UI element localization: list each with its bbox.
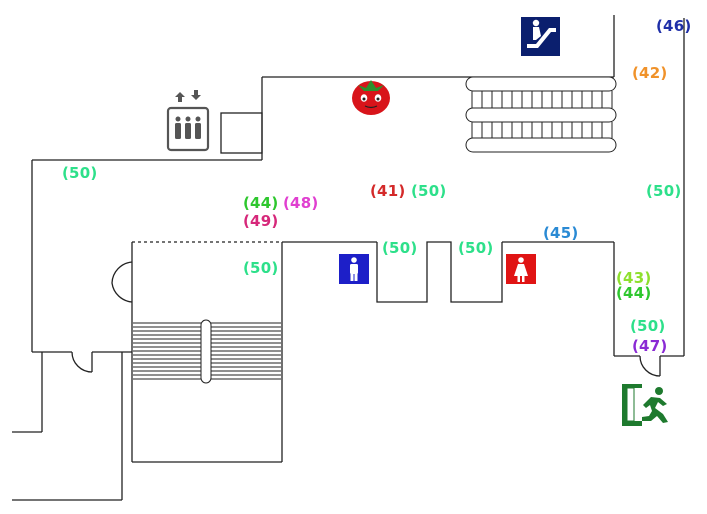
map-label-46: (46) — [656, 17, 692, 35]
map-label-43: (43) — [616, 269, 652, 287]
map-label-44: (44) — [616, 284, 652, 302]
map-label-50: (50) — [646, 182, 682, 200]
womens-restroom-icon — [506, 254, 536, 284]
map-label-50: (50) — [243, 259, 279, 277]
map-label-42: (42) — [632, 64, 668, 82]
elevator-icon — [166, 90, 210, 152]
map-label-48: (48) — [283, 194, 319, 212]
map-label-50: (50) — [62, 164, 98, 182]
map-label-45: (45) — [543, 224, 579, 242]
map-label-50: (50) — [458, 239, 494, 257]
map-label-47: (47) — [632, 337, 668, 355]
map-label-50: (50) — [382, 239, 418, 257]
map-label-41: (41) — [370, 182, 406, 200]
map-label-49: (49) — [243, 212, 279, 230]
map-label-50: (50) — [411, 182, 447, 200]
map-label-44: (44) — [243, 194, 279, 212]
emergency-exit-icon — [622, 384, 668, 426]
map-label-50: (50) — [630, 317, 666, 335]
escalator-stairs — [465, 76, 617, 153]
mens-restroom-icon — [339, 254, 369, 284]
tomato-mascot-icon — [352, 80, 390, 115]
escalator-icon — [521, 17, 560, 56]
